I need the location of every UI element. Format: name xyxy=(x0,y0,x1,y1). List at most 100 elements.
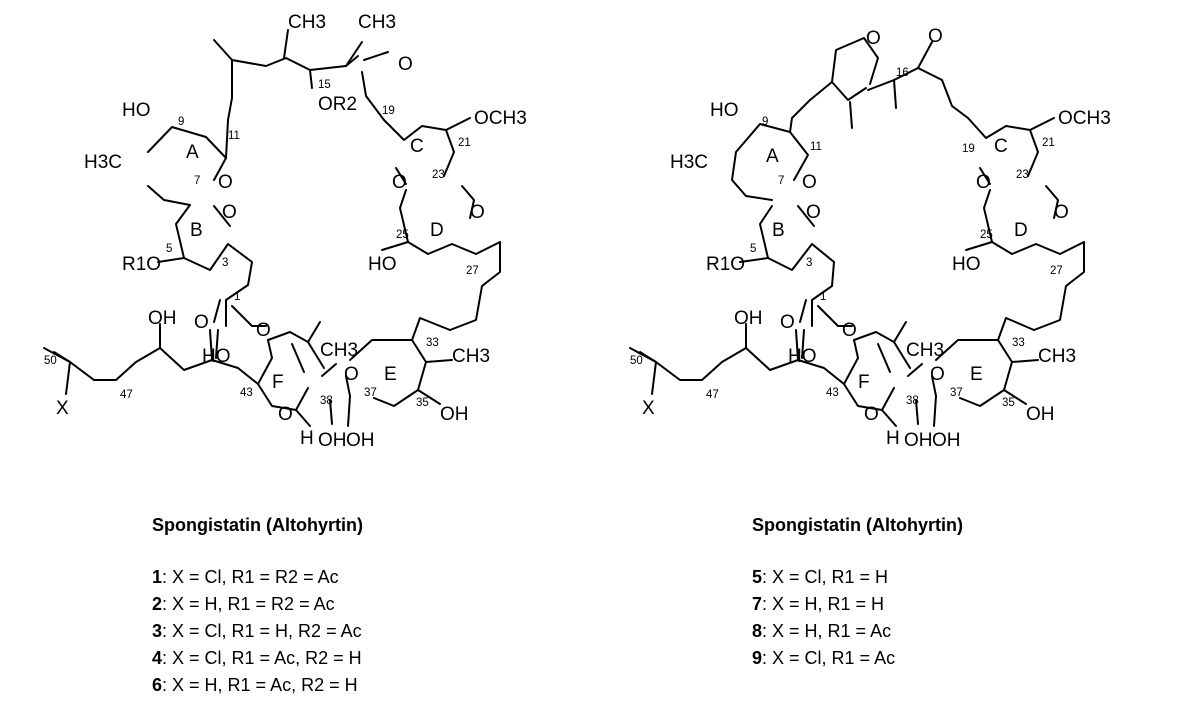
atom-ch3-f: CH3 xyxy=(906,340,944,361)
ring-label: F xyxy=(858,372,870,393)
locant: 7 xyxy=(778,175,784,187)
locant: 33 xyxy=(1012,337,1025,349)
captions: Spongistatin (Altohyrtin) Spongistatin (… xyxy=(152,515,963,695)
atom-o-d: O xyxy=(470,202,485,223)
atom-o-thf: O xyxy=(866,28,881,49)
atom-ch3-e: CH3 xyxy=(1038,346,1076,367)
locant: 37 xyxy=(950,387,963,399)
atom-r1o: R1O xyxy=(706,254,745,275)
atom-o-keto: O xyxy=(928,26,943,47)
caption-right-title: Spongistatin (Altohyrtin) xyxy=(752,515,963,535)
atom-o-e: O xyxy=(930,364,945,385)
atom-oh38: OH xyxy=(904,430,933,451)
ring-label: D xyxy=(430,220,444,241)
locant: 38 xyxy=(320,395,333,407)
atom-o-d: O xyxy=(1054,202,1069,223)
locant: 5 xyxy=(166,243,172,255)
compound-entry: 5: X = Cl, R1 = H xyxy=(752,567,888,587)
locant: 23 xyxy=(432,169,445,181)
atom-o-f-ring: O xyxy=(864,404,879,425)
atom-o-ester: O xyxy=(256,320,271,341)
locant: 35 xyxy=(1002,397,1015,409)
ring-label: C xyxy=(994,136,1008,157)
locant: 27 xyxy=(1050,265,1063,277)
locant: 9 xyxy=(762,116,768,128)
atom-oh37: OH xyxy=(346,430,375,451)
structure-left xyxy=(43,29,501,427)
locant: 47 xyxy=(120,389,133,401)
atom-o-e: O xyxy=(344,364,359,385)
locant: 23 xyxy=(1016,169,1029,181)
atom-o-b: O xyxy=(222,202,237,223)
atom-ho25: HO xyxy=(368,254,397,275)
caption-left-title: Spongistatin (Altohyrtin) xyxy=(152,515,363,535)
locant: 43 xyxy=(826,387,839,399)
atom-o-b: O xyxy=(806,202,821,223)
locant: 27 xyxy=(466,265,479,277)
locant: 21 xyxy=(458,137,471,149)
atom-oh37: OH xyxy=(932,430,961,451)
locant: 9 xyxy=(178,116,184,128)
ring-label: B xyxy=(190,220,203,241)
locant: 5 xyxy=(750,243,756,255)
atom-och3: OCH3 xyxy=(1058,108,1111,129)
locant: 47 xyxy=(706,389,719,401)
atom-h3c9: H3C xyxy=(84,152,122,173)
atom-ho-f: HO xyxy=(202,346,231,367)
locant: 50 xyxy=(630,355,643,367)
atom-ch3-e: CH3 xyxy=(452,346,490,367)
locant: 1 xyxy=(820,291,826,303)
locant: 19 xyxy=(962,143,975,155)
atom-och3: OCH3 xyxy=(474,108,527,129)
compound-entry: 9: X = Cl, R1 = Ac xyxy=(752,648,895,668)
locant: 25 xyxy=(980,229,993,241)
locant: 25 xyxy=(396,229,409,241)
compound-entry: 8: X = H, R1 = Ac xyxy=(752,621,891,641)
structure-right xyxy=(629,37,1085,427)
atom-o-c: O xyxy=(976,172,991,193)
atom-o-a: O xyxy=(218,172,233,193)
ring-label: A xyxy=(186,142,199,163)
locant: 35 xyxy=(416,397,429,409)
ring-label: F xyxy=(272,372,284,393)
locant: 3 xyxy=(806,257,812,269)
structure-left-labels: HO H3C CH3 CH3 O OR2 OCH3 O O O O R1O HO… xyxy=(44,12,527,451)
atom-o-ester: O xyxy=(842,320,857,341)
atom-o-ester-dbl: O xyxy=(194,312,209,333)
locant: 15 xyxy=(318,79,331,91)
compound-list-left: 1: X = Cl, R1 = R2 = Ac 2: X = H, R1 = R… xyxy=(152,567,362,695)
locant: 3 xyxy=(222,257,228,269)
atom-ho9: HO xyxy=(122,100,151,121)
atom-ho9: HO xyxy=(710,100,739,121)
locant: 16 xyxy=(896,67,909,79)
atom-h3c9: H3C xyxy=(670,152,708,173)
ring-label: D xyxy=(1014,220,1028,241)
atom-oh35: OH xyxy=(440,404,469,425)
locant: 11 xyxy=(228,130,240,142)
locant: 1 xyxy=(234,291,240,303)
atom-or2: OR2 xyxy=(318,94,357,115)
atom-o-a: O xyxy=(802,172,817,193)
atom-oh35: OH xyxy=(1026,404,1055,425)
atom-oh47: OH xyxy=(148,308,177,329)
locant: 11 xyxy=(810,141,822,153)
compound-entry: 1: X = Cl, R1 = R2 = Ac xyxy=(152,567,339,587)
atom-o-ester-dbl: O xyxy=(780,312,795,333)
atom-oh47: OH xyxy=(734,308,763,329)
compound-entry: 3: X = Cl, R1 = H, R2 = Ac xyxy=(152,621,362,641)
structure-right-labels: O O HO H3C OCH3 O O O O R1O HO O O HO CH… xyxy=(630,26,1111,451)
ring-label: B xyxy=(772,220,785,241)
locant: 37 xyxy=(364,387,377,399)
atom-ho-f: HO xyxy=(788,346,817,367)
compound-entry: 2: X = H, R1 = R2 = Ac xyxy=(152,594,335,614)
atom-ch3-f: CH3 xyxy=(320,340,358,361)
compound-list-right: 5: X = Cl, R1 = H 7: X = H, R1 = H 8: X … xyxy=(752,567,895,668)
locant: 19 xyxy=(382,105,395,117)
atom-ch3-top1: CH3 xyxy=(288,12,326,33)
locant: 38 xyxy=(906,395,919,407)
atom-oh38: OH xyxy=(318,430,347,451)
ring-label: E xyxy=(384,364,397,385)
ring-label: C xyxy=(410,136,424,157)
ring-label: A xyxy=(766,146,779,167)
